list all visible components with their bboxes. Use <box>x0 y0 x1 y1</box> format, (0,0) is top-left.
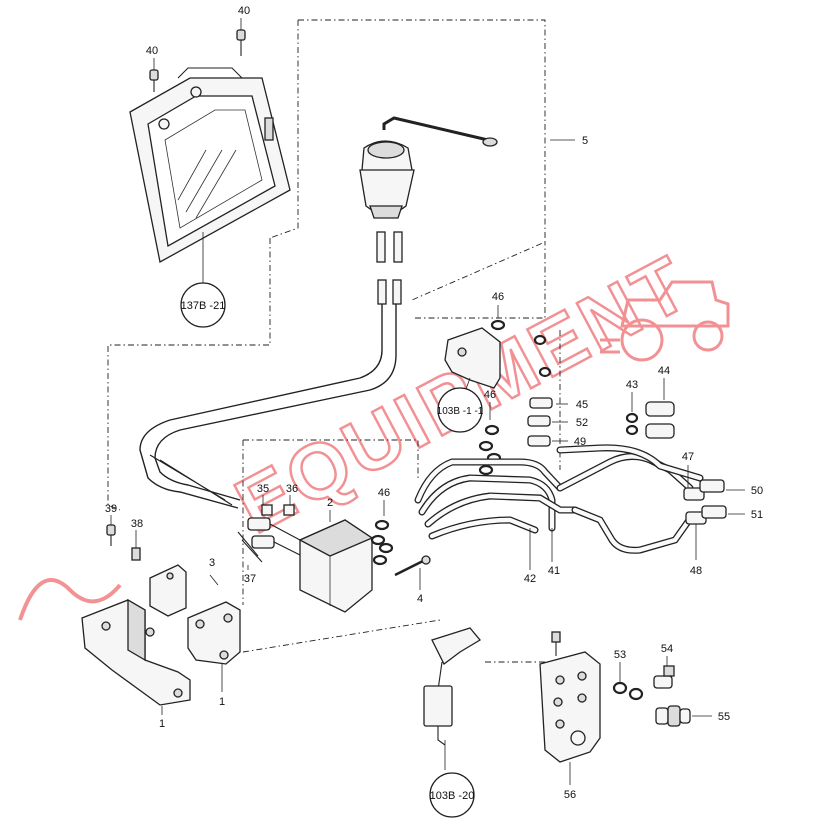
callout-46: 46 <box>378 487 390 499</box>
callout-1: 1 <box>219 696 225 708</box>
reference-label: 103B -20 <box>430 790 475 802</box>
control-cables <box>139 231 403 509</box>
callout-52: 52 <box>576 417 588 429</box>
callout-3: 3 <box>209 557 215 569</box>
mounting-bracket-right <box>187 601 241 692</box>
callout-51: 51 <box>751 509 763 521</box>
callout-36: 36 <box>286 483 298 495</box>
callout-41: 41 <box>548 565 560 577</box>
reference-label: 137B -21 <box>181 300 226 312</box>
reference-103B-1-1: 103B -1 -1 <box>437 387 484 433</box>
callout-numbers: 40 40 5 46 43 44 46 45 52 49 47 50 51 48… <box>105 5 763 801</box>
union-fitting-55 <box>655 705 712 727</box>
callout-39: 39 <box>105 503 117 515</box>
callout-48: 48 <box>690 565 702 577</box>
callout-46: 46 <box>492 291 504 303</box>
callout-5: 5 <box>582 135 588 147</box>
support-bracket-38 <box>131 530 187 617</box>
switch-bracket-assembly <box>423 627 601 785</box>
control-valve-block <box>209 495 374 613</box>
fitting-stack <box>478 397 568 476</box>
watermark-swirl <box>18 578 122 621</box>
callout-50: 50 <box>751 485 763 497</box>
reference-label: 103B -1 -1 <box>437 406 484 417</box>
pipe-support-bracket <box>444 305 552 393</box>
callout-44: 44 <box>658 365 670 377</box>
reference-137B-21: 137B -21 <box>180 282 226 328</box>
callout-1: 1 <box>159 718 165 730</box>
reference-103B-20: 103B -20 <box>429 772 475 818</box>
callout-35: 35 <box>257 483 269 495</box>
callout-54: 54 <box>661 643 673 655</box>
callout-4: 4 <box>417 593 423 605</box>
callout-47: 47 <box>682 451 694 463</box>
mounting-bracket-left <box>81 598 191 715</box>
hydraulic-pipe-bundle <box>414 444 704 570</box>
callout-46: 46 <box>484 389 496 401</box>
callout-45: 45 <box>576 399 588 411</box>
elbow-fitting-54 <box>653 656 675 689</box>
callout-49: 49 <box>574 436 586 448</box>
callout-53: 53 <box>614 649 626 661</box>
bolt-39 <box>106 515 116 546</box>
o-ring-set-46 <box>370 500 394 566</box>
cab-window-frame <box>129 67 291 288</box>
joystick-control-lever <box>359 116 575 219</box>
callout-43: 43 <box>626 379 638 391</box>
tie-bolt-4 <box>394 555 431 590</box>
callout-38: 38 <box>131 518 143 530</box>
callout-42: 42 <box>524 573 536 585</box>
callout-40: 40 <box>146 45 158 57</box>
callout-40: 40 <box>238 5 250 17</box>
callout-56: 56 <box>564 789 576 801</box>
quick-couplers <box>625 378 675 439</box>
o-ring-53 <box>612 662 644 701</box>
screw-40-upper <box>236 18 246 56</box>
pipe-adapters <box>683 465 745 560</box>
assembly-boundary-lines <box>107 19 561 663</box>
tractor-logo-icon <box>600 280 730 362</box>
screw-40-lower <box>149 58 159 92</box>
callout-2: 2 <box>327 497 333 509</box>
callout-55: 55 <box>718 711 730 723</box>
callout-37: 37 <box>244 573 256 585</box>
